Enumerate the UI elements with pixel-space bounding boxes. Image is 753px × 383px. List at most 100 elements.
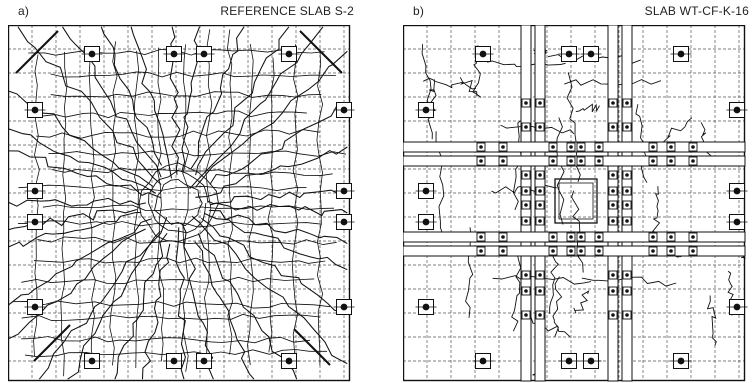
crack-line [33,257,326,264]
anchor-marker [594,142,604,152]
anchor-marker [648,246,658,256]
support-dot [733,106,741,114]
anchor-marker [498,232,508,242]
support-dot [733,187,741,195]
anchor-dot [479,145,483,149]
crack-line [156,47,164,362]
support-dot [31,218,39,226]
support-dot [422,218,430,226]
anchor-dot [538,101,542,105]
crack-line [100,26,163,166]
support-dot [170,357,178,365]
support-marker [193,46,215,62]
crack-line [247,43,254,366]
anchor-dot [625,289,629,293]
crack-line [209,104,348,185]
anchor-dot [669,145,673,149]
anchor-dot [625,125,629,129]
support-dot [677,50,685,58]
crack-line [141,243,171,380]
crack-line [423,77,477,90]
crack-line [41,110,307,119]
anchor-marker [576,232,586,242]
support-marker [726,214,748,230]
crack-line [204,212,348,271]
crack-line [130,26,173,179]
support-marker [415,102,437,118]
support-marker [24,183,46,199]
crack-line [549,245,559,314]
anchor-marker [535,122,545,132]
anchor-marker [576,156,586,166]
anchor-dot [579,159,583,163]
anchor-marker [666,142,676,152]
anchor-marker [521,270,531,280]
anchor-dot [691,249,695,253]
support-marker [81,46,103,62]
support-marker [163,46,185,62]
crack-line [511,248,522,332]
crack-line [706,295,717,346]
strengthened-slab-crack-map [403,25,748,382]
anchor-marker [476,246,486,256]
anchor-marker [608,216,618,226]
support-marker [193,353,215,369]
crack-line [8,197,147,207]
crack-line [195,146,348,198]
anchor-dot [625,101,629,105]
anchor-marker [622,286,632,296]
anchor-dot [611,313,615,317]
crack-line [195,50,348,188]
anchor-marker [622,200,632,210]
anchor-marker [622,98,632,108]
crack-line [552,276,563,337]
crack-line [88,58,96,369]
anchor-dot [625,219,629,223]
support-dot [31,187,39,195]
anchor-dot [579,145,583,149]
anchor-marker [521,186,531,196]
support-marker [726,299,748,315]
anchor-dot [551,235,555,239]
crack-line [114,232,168,380]
crack-line [21,313,321,322]
support-marker [472,46,494,62]
crack-line [465,227,474,318]
anchor-marker [476,156,486,166]
support-dot [565,50,573,58]
anchor-dot [579,235,583,239]
crack-line [316,49,324,366]
support-marker [278,46,300,62]
support-dot [200,50,208,58]
crack-line [530,317,571,338]
anchor-dot [569,235,573,239]
anchor-dot [625,203,629,207]
crack-line [37,236,337,246]
support-dot [170,50,178,58]
crack-line [50,71,337,78]
anchor-dot [597,235,601,239]
anchor-marker [521,310,531,320]
slab-outline [8,25,351,382]
anchor-marker [548,156,558,166]
crack-line [17,26,162,185]
anchor-dot [569,249,573,253]
anchor-marker [521,286,531,296]
crack-line [50,91,322,98]
crack-line [197,233,298,380]
support-marker [333,299,355,315]
anchor-marker [476,232,486,242]
supports [24,46,355,369]
anchor-marker [476,142,486,152]
crack-pattern [8,26,348,380]
support-marker [726,102,748,118]
anchor-dot [551,159,555,163]
anchor-dot [524,273,528,277]
crack-line [575,103,600,113]
crack-line [182,44,190,372]
anchor-marker [622,310,632,320]
crack-line [191,215,348,365]
anchor-marker [521,122,531,132]
anchor-dot [611,101,615,105]
anchor-marker [622,270,632,280]
